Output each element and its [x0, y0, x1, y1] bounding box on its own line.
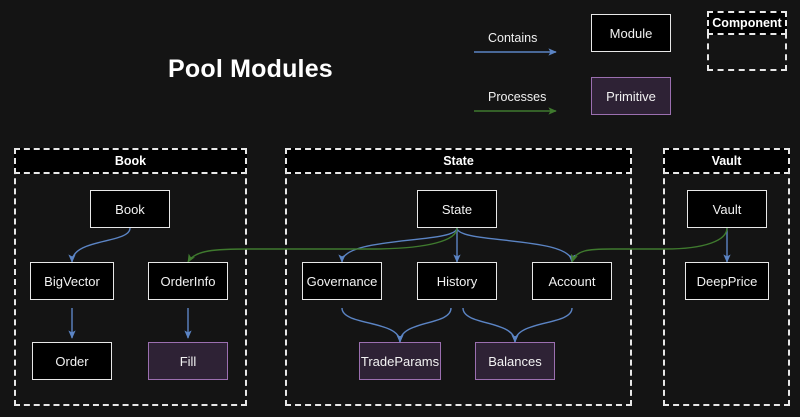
legend-module-box: Module [591, 14, 671, 52]
node-vault[interactable]: Vault [687, 190, 767, 228]
group-book-label: Book [14, 148, 247, 174]
group-vault: Vault [663, 148, 790, 406]
node-account[interactable]: Account [532, 262, 612, 300]
node-state[interactable]: State [417, 190, 497, 228]
node-balances[interactable]: Balances [475, 342, 555, 380]
node-fill[interactable]: Fill [148, 342, 228, 380]
legend-primitive-box: Primitive [591, 77, 671, 115]
node-deepprice[interactable]: DeepPrice [685, 262, 769, 300]
legend-contains-label: Contains [488, 31, 538, 45]
node-book[interactable]: Book [90, 190, 170, 228]
node-orderinfo[interactable]: OrderInfo [148, 262, 228, 300]
node-history[interactable]: History [417, 262, 497, 300]
group-vault-label: Vault [663, 148, 790, 174]
node-tradeparams[interactable]: TradeParams [359, 342, 441, 380]
node-order[interactable]: Order [32, 342, 112, 380]
node-governance[interactable]: Governance [302, 262, 382, 300]
page-title: Pool Modules [168, 55, 333, 83]
legend-component-label: Component [707, 11, 787, 35]
legend-processes-label: Processes [488, 90, 547, 104]
group-state: State [285, 148, 632, 406]
node-bigvector[interactable]: BigVector [30, 262, 114, 300]
legend-component-box: Component [707, 11, 787, 71]
group-state-label: State [285, 148, 632, 174]
group-book: Book [14, 148, 247, 406]
